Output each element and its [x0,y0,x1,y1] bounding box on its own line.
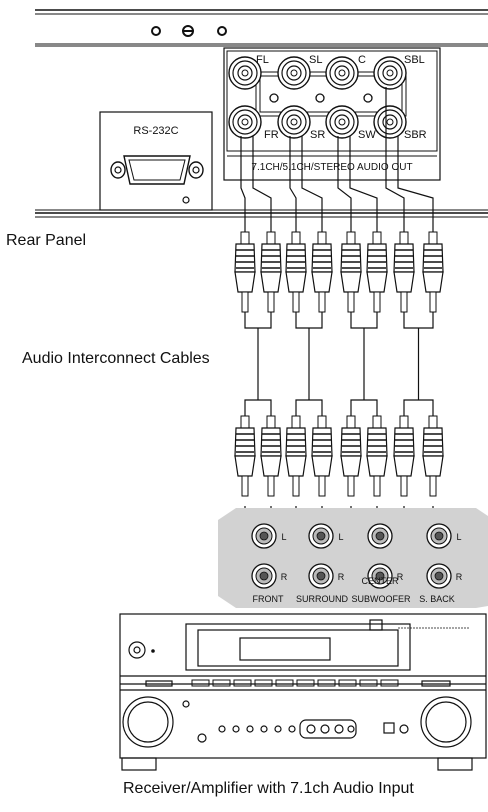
channel-label-r: R [456,572,463,582]
rca-plug-icon [260,415,282,497]
jack-label-fr: FR [264,129,279,141]
rca-jack-icon [325,56,359,90]
receiver-indicator [218,725,226,733]
receiver-button [212,679,231,687]
cables-caption: Audio Interconnect Cables [22,350,210,367]
rs232c-label: RS-232C [133,125,178,137]
audio-interconnect-cables [240,87,440,577]
receiver-button [338,679,357,687]
rca-plug-icon [234,231,256,313]
rca-plug-icon [393,415,415,497]
receiver-caption: Receiver/Amplifier with 7.1ch Audio Inpu… [123,780,414,797]
jack-label-sbl: SBL [404,54,425,66]
audio-out-block: 7.1CH/5.1CH/STEREO AUDIO OUT FL SL C SBL… [223,47,441,181]
rca-plug-icon [260,231,282,313]
rca-jack-icon [228,105,262,139]
receiver-indicator [274,725,282,733]
jack-label-sr: SR [310,129,325,141]
panel-screw-hole [182,25,194,37]
panel-screw-hole [182,196,190,204]
jack-label-sbr: SBR [404,129,427,141]
rca-plugs [234,231,444,497]
receiver-button [380,679,399,687]
receiver-indicator [260,725,268,733]
display-window [239,637,331,661]
rca-plug-icon [393,231,415,313]
rca-plug-icon [340,231,362,313]
channel-label-l: L [338,532,343,542]
receiver-amplifier-illustration [119,613,487,771]
rca-plug-icon [422,231,444,313]
player-rear-panel: RS-232C 7.1CH/5.1CH/STEREO AUDIO OUT [35,9,488,218]
rca-jack-icon [373,105,407,139]
rca-jack-icon [277,105,311,139]
rs232c-port-block: RS-232C [99,111,213,211]
serial-connector-icon [110,155,204,185]
rca-jack-icon [277,56,311,90]
rca-plug-icon [340,415,362,497]
power-button-icon [128,641,146,659]
receiver-input-panel: CENTER L L L R R R R FRONT SURROUND SUBW… [218,508,488,608]
channel-label-r: R [281,572,288,582]
jack-label-c: C [358,54,366,66]
rear-panel-caption: Rear Panel [6,232,87,249]
channel-label-l: L [456,532,461,542]
rca-jack-icon [251,523,277,549]
rca-jack-icon [426,523,452,549]
receiver-button [191,679,210,687]
jack-label-fl: FL [256,54,269,66]
group-label-s-back: S. BACK [419,594,455,604]
receiver-button [296,679,315,687]
receiver-button [275,679,294,687]
rca-jack-icon [325,105,359,139]
panel-screw-hole [217,26,227,36]
rca-jack-icon [426,563,452,589]
rca-jack-icon [373,56,407,90]
rca-plug-icon [285,231,307,313]
rca-plug-icon [311,231,333,313]
front-jack-cluster [299,719,357,739]
channel-label-l: L [281,532,286,542]
jack-label-sw: SW [358,129,376,141]
rca-plug-icon [311,415,333,497]
rca-jack-icon [251,563,277,589]
rca-jack-icon [228,56,262,90]
rca-plug-icon [422,415,444,497]
rca-plug-icon [366,231,388,313]
jack-label-sl: SL [309,54,322,66]
group-label-front: FRONT [253,594,284,604]
rca-plug-icon [285,415,307,497]
receiver-indicator [246,725,254,733]
channel-label-r: R [397,572,404,582]
rca-jack-icon [308,523,334,549]
input-knob-icon [420,696,472,748]
rca-plug-icon [366,415,388,497]
center-label: CENTER [361,576,399,586]
receiver-indicator [288,725,296,733]
group-label-surround: SURROUND [296,594,349,604]
receiver-indicator [232,725,240,733]
receiver-button [233,679,252,687]
audio-out-label: 7.1CH/5.1CH/STEREO AUDIO OUT [251,162,412,173]
group-label-subwoofer: SUBWOOFER [351,594,411,604]
rca-plug-icon [234,415,256,497]
volume-knob-icon [122,696,174,748]
receiver-button [254,679,273,687]
panel-screw-hole [151,26,161,36]
receiver-button [359,679,378,687]
channel-label-r: R [338,572,345,582]
rca-jack-icon [367,523,393,549]
receiver-button [317,679,336,687]
rca-jack-icon [367,563,393,589]
rca-jack-icon [308,563,334,589]
